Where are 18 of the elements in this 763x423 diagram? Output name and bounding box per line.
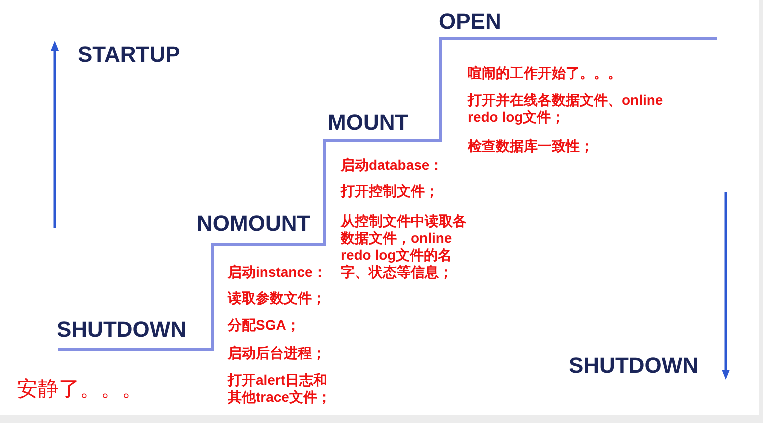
stage-label: SHUTDOWN xyxy=(569,355,699,377)
step-note: 分配SGA； xyxy=(228,317,300,334)
stage-label: NOMOUNT xyxy=(197,213,311,235)
step-note: 从控制文件中读取各数据文件，online redo log文件的名字、状态等信息； xyxy=(341,213,468,281)
step-note: 读取参数文件； xyxy=(228,290,326,307)
step-note: 打开控制文件； xyxy=(341,183,439,200)
stage-label: MOUNT xyxy=(328,112,409,134)
remark-text: 安静了。。。 xyxy=(17,378,143,402)
step-note: 启动后台进程； xyxy=(228,345,326,362)
step-note: 打开alert日志和其他trace文件； xyxy=(228,372,332,406)
stage-label: OPEN xyxy=(439,11,502,33)
stage-label: SHUTDOWN xyxy=(57,319,187,341)
step-note: 喧闹的工作开始了。。。 xyxy=(468,65,622,82)
stage-label: STARTUP xyxy=(78,44,180,66)
step-note: 检查数据库一致性； xyxy=(468,138,594,155)
step-note: 启动instance： xyxy=(228,264,327,281)
step-note: 启动database： xyxy=(341,157,444,174)
step-note: 打开并在线各数据文件、online redo log文件； xyxy=(468,92,664,126)
